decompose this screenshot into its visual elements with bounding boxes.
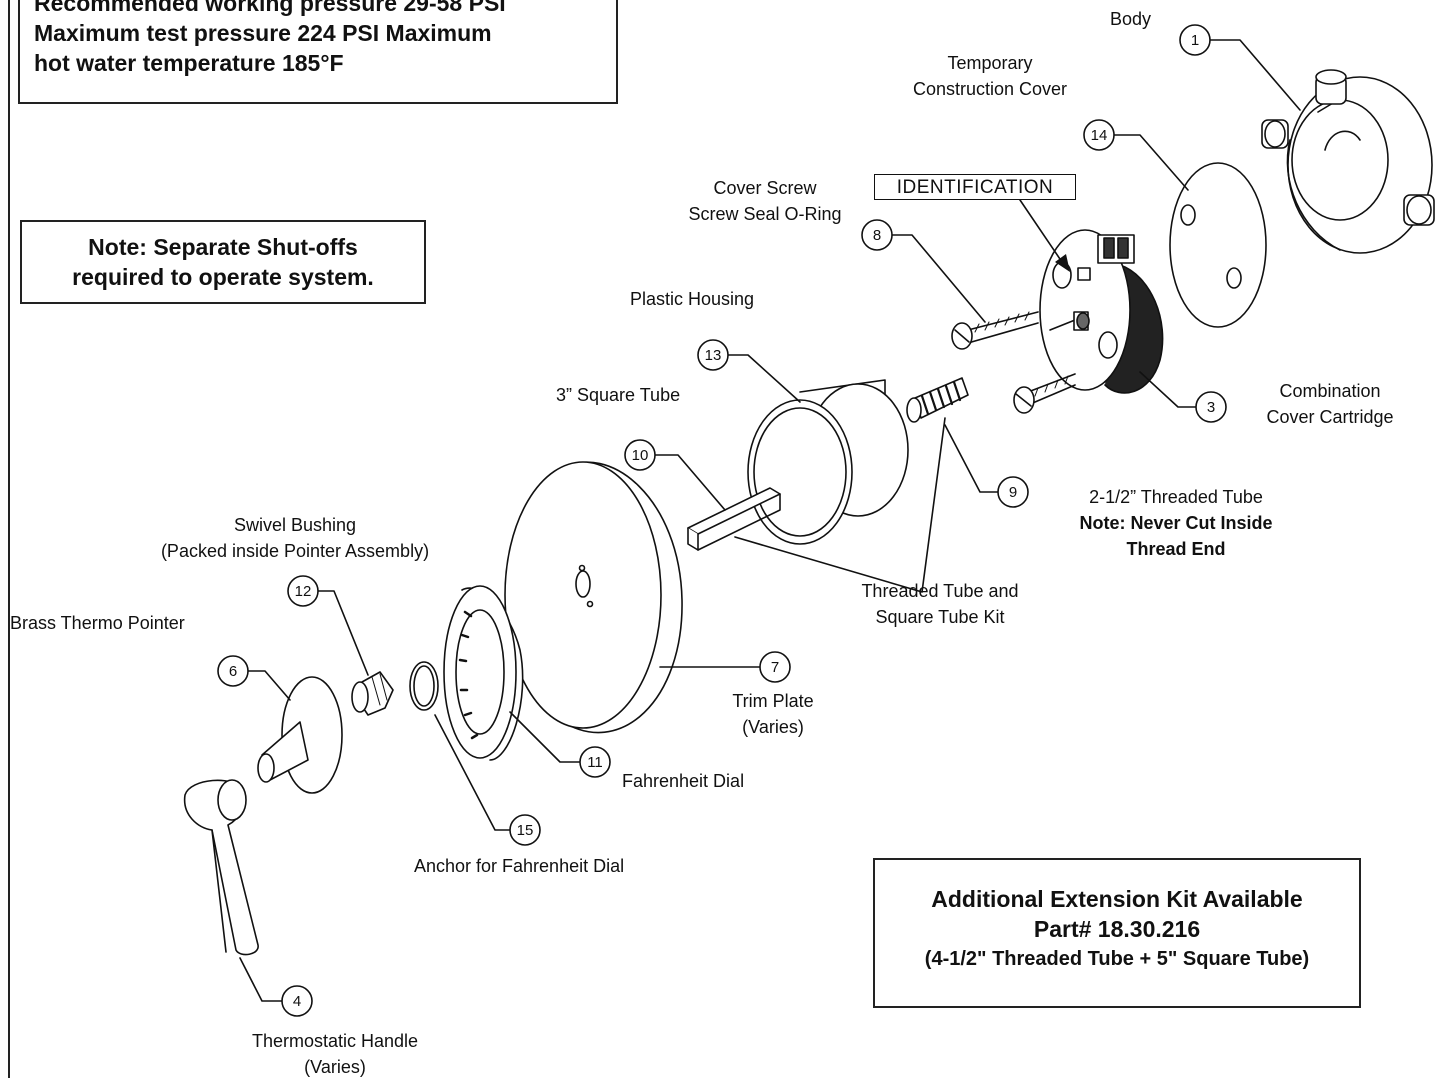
leader-10 — [654, 454, 726, 511]
threaded-tube-part — [906, 377, 969, 423]
note-line-1: Note: Separate Shut-offs — [88, 234, 358, 260]
kit-bracket-lines — [734, 417, 946, 593]
specs-line-3: hot water temperature 185°F — [34, 50, 344, 76]
callout-num-8: 8 — [873, 227, 881, 244]
callout-circle-15 — [509, 814, 541, 846]
label-tube-kit: Threaded Tube and Square Tube Kit — [861, 581, 1019, 627]
callout-circle-8 — [861, 219, 893, 251]
callout-num-1: 1 — [1191, 32, 1199, 49]
leader-1 — [1209, 39, 1301, 111]
label-temporary-cover: Temporary Construction Cover — [912, 53, 1068, 99]
brass-pointer-part — [257, 676, 343, 794]
callout-num-14: 14 — [1091, 127, 1108, 144]
specs-line-2: Maximum test pressure 224 PSI Maximum — [34, 20, 492, 46]
callout-circle-4 — [281, 985, 313, 1017]
label-fahrenheit-dial: Fahrenheit Dial — [622, 771, 745, 791]
leader-4 — [239, 957, 283, 1002]
callout-circle-6 — [217, 655, 249, 687]
callout-num-15: 15 — [517, 822, 534, 839]
shutoff-note-box: Note: Separate Shut-offs required to ope… — [20, 220, 426, 304]
specs-line-1: Recommended working pressure 29-58 PSI — [34, 0, 506, 16]
leader-9 — [944, 424, 999, 493]
extension-kit-box: Additional Extension Kit Available Part#… — [873, 858, 1361, 1008]
label-square-tube: 3” Square Tube — [556, 385, 681, 405]
square-tube-part — [687, 487, 781, 551]
label-plastic-housing: Plastic Housing — [630, 289, 755, 309]
cover-screw-part — [951, 311, 1039, 350]
callout-circle-1 — [1179, 24, 1211, 56]
identification-arrow-line — [1019, 199, 1063, 263]
handle-part — [183, 779, 259, 956]
leader-15 — [434, 714, 511, 831]
callout-num-4: 4 — [293, 993, 301, 1010]
valve-body-part — [1261, 69, 1435, 254]
identification-label: IDENTIFICATION — [874, 174, 1076, 200]
leader-14 — [1113, 134, 1189, 191]
label-trim-plate: Trim Plate (Varies) — [732, 691, 814, 737]
leader-8 — [891, 234, 986, 323]
label-cover-screw: Cover Screw Screw Seal O-Ring — [688, 178, 842, 224]
cover-screw-lower-part — [1013, 373, 1076, 414]
callout-circle-9 — [997, 476, 1029, 508]
callout-num-13: 13 — [705, 347, 722, 364]
trim-plate-part — [504, 461, 683, 734]
leader-13 — [727, 354, 801, 403]
leader-12 — [317, 590, 369, 676]
callout-circle-3 — [1195, 391, 1227, 423]
callout-num-3: 3 — [1207, 399, 1215, 416]
plastic-housing-part — [747, 379, 909, 545]
leader-11 — [509, 711, 581, 763]
label-threaded-tube: 2-1/2” Threaded Tube Note: Never Cut Ins… — [1079, 487, 1273, 559]
specs-box: Recommended working pressure 29-58 PSI M… — [18, 0, 618, 104]
kit-line-1: Additional Extension Kit Available — [931, 886, 1303, 912]
callout-circle-13 — [697, 339, 729, 371]
left-border-rule — [8, 0, 10, 1078]
callout-num-9: 9 — [1009, 484, 1017, 501]
label-brass-pointer: Brass Thermo Pointer — [10, 613, 185, 633]
label-body: Body — [1110, 9, 1152, 29]
callout-circle-12 — [287, 575, 319, 607]
label-anchor: Anchor for Fahrenheit Dial — [414, 856, 625, 876]
note-line-2: required to operate system. — [72, 264, 374, 290]
swivel-bushing-part — [351, 671, 394, 716]
anchor-part — [409, 661, 439, 711]
callout-num-12: 12 — [295, 583, 312, 600]
callout-circle-11 — [579, 746, 611, 778]
cartridge-part — [1039, 229, 1164, 394]
callout-num-7: 7 — [771, 659, 779, 676]
callout-circle-7 — [759, 651, 791, 683]
callout-num-6: 6 — [229, 663, 237, 680]
callout-circle-10 — [624, 439, 656, 471]
kit-line-2: Part# 18.30.216 — [1033, 916, 1201, 942]
callout-num-10: 10 — [632, 447, 649, 464]
leader-6 — [247, 670, 291, 701]
label-thermostatic-handle: Thermostatic Handle (Varies) — [251, 1031, 419, 1077]
label-combination-cartridge: Combination Cover Cartridge — [1266, 381, 1394, 427]
callout-circle-14 — [1083, 119, 1115, 151]
kit-line-3: (4-1/2" Threaded Tube + 5" Square Tube) — [924, 948, 1310, 970]
fahrenheit-dial-part — [443, 585, 524, 761]
label-swivel-bushing: Swivel Bushing (Packed inside Pointer As… — [160, 515, 430, 561]
identification-arrow-head — [1055, 254, 1070, 272]
leader-3 — [1139, 371, 1197, 408]
callout-num-11: 11 — [587, 754, 603, 771]
temporary-cover-part — [1169, 162, 1267, 328]
